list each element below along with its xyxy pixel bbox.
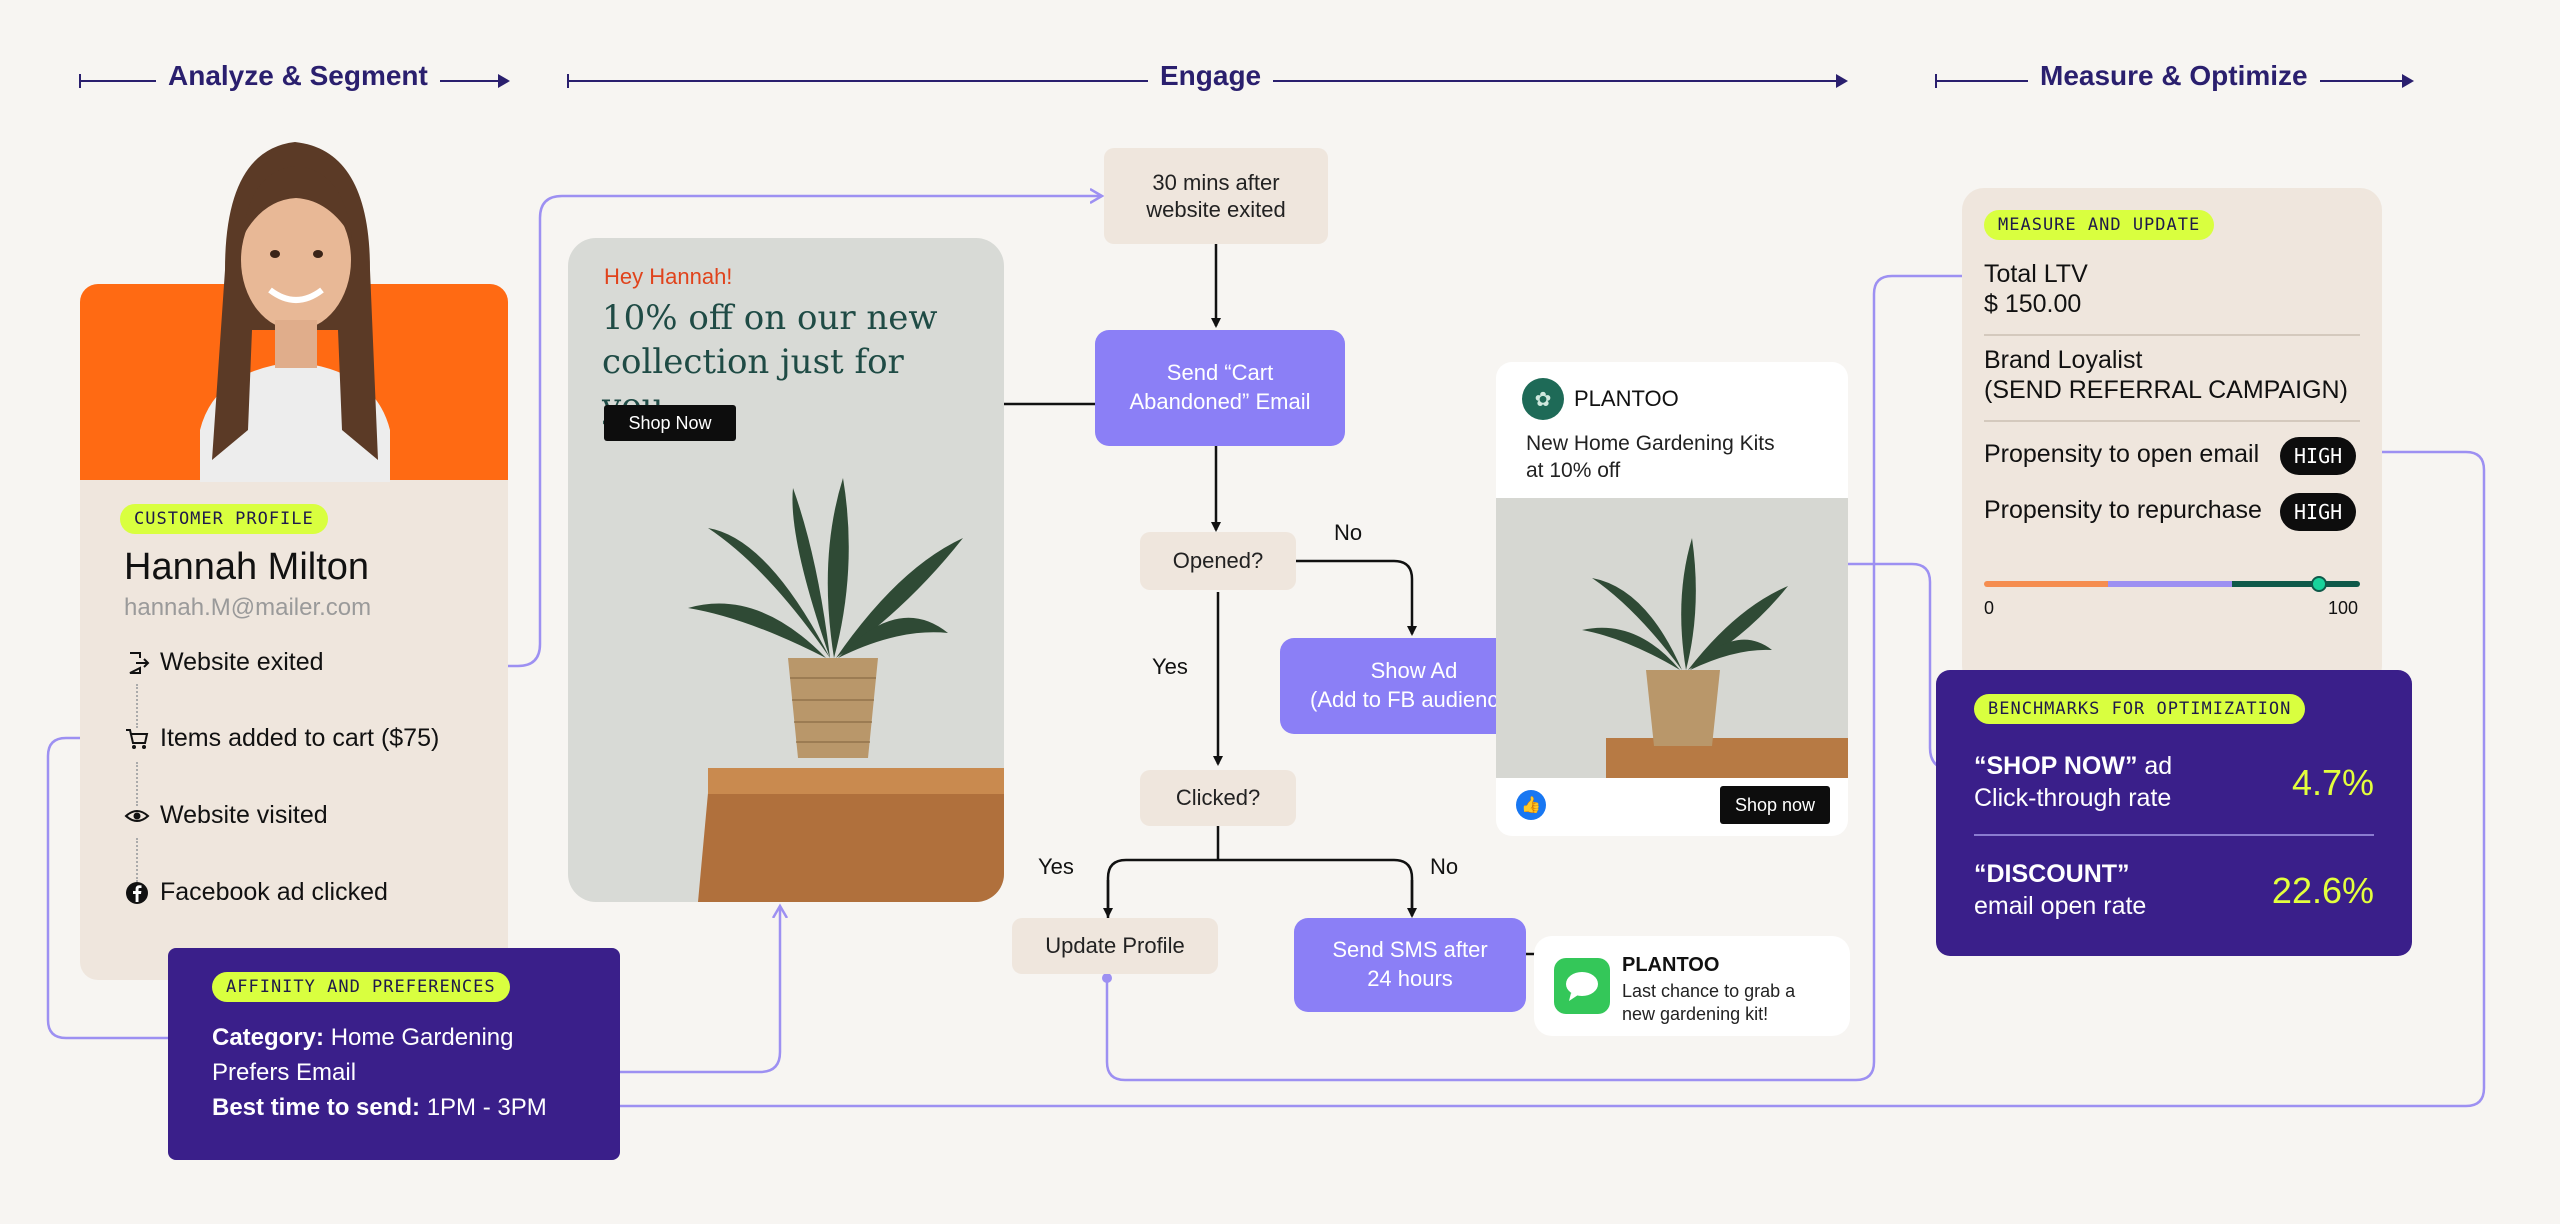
send-sms-node: Send SMS after 24 hours	[1294, 918, 1526, 1012]
best-time-label: Best time to send:	[212, 1094, 421, 1121]
section-title-engage: Engage	[1148, 60, 1274, 92]
section-title-measure: Measure & Optimize	[2028, 60, 2320, 92]
prop-email-label: Propensity to open email	[1984, 440, 2260, 468]
event-website-visited: Website visited	[124, 801, 328, 830]
ltv-label: Total LTV	[1984, 260, 2088, 288]
prop-repurchase-level: HIGH	[2280, 493, 2357, 531]
timeline-dots	[136, 838, 138, 882]
facebook-ad-card: ✿ PLANTOO New Home Gardening Kits at 10%…	[1496, 362, 1848, 836]
ad-brand-name: PLANTOO	[1574, 386, 1679, 411]
divider	[1984, 334, 2360, 336]
ad-text: New Home Gardening Kits at 10% off	[1526, 432, 1775, 483]
measure-card: MEASURE AND UPDATE Total LTV $ 150.00 Br…	[1962, 188, 2382, 688]
prop-repurchase-label: Propensity to repurchase	[1984, 496, 2262, 524]
trigger-node: 30 mins after website exited	[1104, 148, 1328, 244]
send-email-node: Send “Cart Abandoned” Email	[1095, 330, 1345, 446]
email-preview-card: Hey Hannah! 10% off on our new collectio…	[568, 238, 1004, 902]
avatar	[200, 142, 390, 482]
show-ad-line2: (Add to FB audience)	[1310, 687, 1518, 712]
ad-plant-image	[1496, 498, 1848, 778]
update-profile-node: Update Profile	[1012, 918, 1218, 974]
shop-now-button[interactable]: Shop Now	[604, 405, 736, 441]
cart-icon	[126, 728, 149, 749]
timeline-dots	[136, 684, 138, 728]
scale-min: 0	[1984, 598, 1995, 618]
email-headline: 10% off on our new collection just for y…	[602, 298, 938, 426]
benchmark2-value: 22.6%	[2271, 870, 2374, 911]
opened-no-label: No	[1334, 520, 1363, 545]
sms-preview-card: PLANTOO Last chance to grab a new garden…	[1534, 936, 1850, 1036]
event-items-added: Items added to cart ($75)	[124, 724, 439, 753]
benchmark1-sub: Click-through rate	[1974, 784, 2172, 812]
event-website-exited: Website exited	[124, 648, 324, 677]
divider	[1984, 420, 2360, 422]
category-label: Category:	[212, 1024, 325, 1051]
email-greeting: Hey Hannah!	[604, 264, 733, 289]
event-facebook-ad-clicked: Facebook ad clicked	[124, 878, 388, 907]
affinity-card: AFFINITY AND PREFERENCES Category: Home …	[168, 948, 620, 1160]
section-title-analyze: Analyze & Segment	[156, 60, 440, 92]
best-time-value: 1PM - 3PM	[426, 1094, 547, 1121]
event-label: Website exited	[160, 648, 324, 676]
category-value: Home Gardening	[330, 1024, 514, 1051]
loyalist-label: Brand Loyalist	[1984, 346, 2143, 374]
benchmark1-suffix: ad	[2144, 752, 2173, 780]
scale-max: 100	[2328, 598, 2359, 618]
show-ad-line1: Show Ad	[1370, 658, 1458, 684]
opened-decision: Opened?	[1140, 532, 1296, 590]
profile-tag: CUSTOMER PROFILE	[120, 504, 328, 534]
like-icon[interactable]: 👍	[1516, 790, 1546, 820]
prefers-email: Prefers Email	[212, 1059, 357, 1086]
benchmarks-card: BENCHMARKS FOR OPTIMIZATION “SHOP NOW” a…	[1936, 670, 2412, 956]
divider	[1974, 834, 2374, 836]
ad-shop-now-button[interactable]: Shop now	[1720, 786, 1830, 824]
sms-brand-name: PLANTOO	[1622, 954, 1720, 976]
timeline-dots	[136, 762, 138, 806]
opened-yes-label: Yes	[1152, 654, 1188, 679]
event-label: Items added to cart ($75)	[160, 724, 440, 752]
measure-tag: MEASURE AND UPDATE	[1984, 210, 2215, 240]
messages-icon	[1554, 958, 1610, 1014]
sms-text: Last chance to grab a new gardening kit!	[1622, 981, 1796, 1024]
event-label: Website visited	[160, 801, 328, 829]
customer-name: Hannah Milton	[124, 546, 370, 588]
exit-icon	[129, 651, 150, 674]
eye-icon	[124, 809, 150, 822]
customer-email: hannah.M@mailer.com	[124, 594, 372, 621]
clicked-decision: Clicked?	[1140, 770, 1296, 826]
ltv-value: $ 150.00	[1984, 290, 2082, 318]
benchmark2-title: “DISCOUNT”	[1974, 860, 2130, 888]
facebook-icon	[126, 881, 148, 904]
prop-email-level: HIGH	[2280, 437, 2357, 475]
brand-logo: ✿	[1522, 378, 1564, 420]
plant-illustration	[688, 478, 1004, 902]
benchmarks-tag: BENCHMARKS FOR OPTIMIZATION	[1974, 694, 2306, 724]
benchmark1-value: 4.7%	[2291, 762, 2374, 803]
clicked-yes-label: Yes	[1038, 854, 1074, 879]
affinity-tag: AFFINITY AND PREFERENCES	[212, 972, 510, 1002]
clicked-no-label: No	[1430, 854, 1459, 879]
benchmark2-sub: email open rate	[1974, 892, 2147, 920]
benchmark1-title: “SHOP NOW”	[1974, 752, 2138, 780]
loyalist-action: (SEND REFERRAL CAMPAIGN)	[1984, 376, 2348, 404]
event-label: Facebook ad clicked	[160, 878, 388, 906]
score-bar	[1984, 581, 2360, 587]
score-marker	[2310, 576, 2327, 592]
